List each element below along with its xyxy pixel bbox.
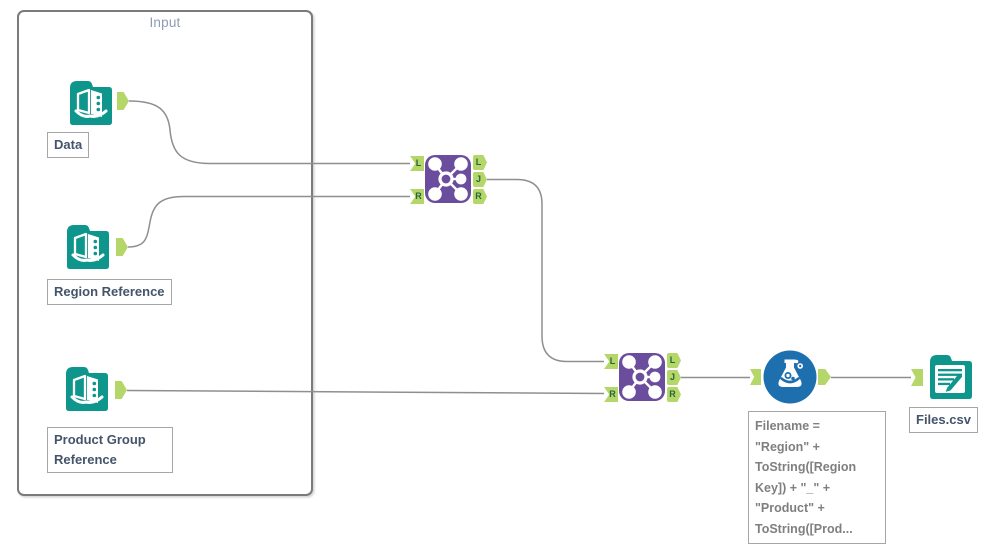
input-data-tool[interactable] [66, 77, 129, 129]
wire-data-to-join1-left[interactable] [128, 100, 410, 165]
input-data-book-icon [70, 81, 112, 125]
input-region-output-anchor[interactable] [116, 238, 128, 256]
anchor-letter: L [609, 356, 616, 366]
input-region-book-icon [67, 225, 109, 269]
input-data-output-anchor[interactable] [117, 92, 129, 110]
anchor-letter: R [609, 389, 616, 399]
anchor-letter: R [669, 389, 676, 399]
join-bottom-output-anchor-left[interactable]: L [667, 353, 681, 368]
input-product-book-icon [66, 367, 108, 411]
join-top-input-anchor-left[interactable]: L [410, 156, 424, 171]
formula-input-anchor[interactable] [750, 369, 761, 385]
join-tool-top[interactable]: L R L J R [410, 154, 487, 204]
container-caption: Input [149, 15, 181, 30]
join-network-icon [619, 353, 665, 401]
wire-product-to-join2-right[interactable] [126, 389, 605, 395]
join-top-input-anchor-right[interactable]: R [410, 189, 424, 204]
formula-output-anchor[interactable] [818, 369, 831, 385]
anchor-letter: L [415, 158, 422, 168]
anchor-letter: J [475, 174, 481, 184]
input-tool-container[interactable]: Input [17, 10, 313, 496]
output-input-anchor[interactable] [911, 369, 923, 386]
output-data-tool[interactable] [911, 352, 976, 402]
anchor-letter: R [475, 191, 482, 201]
join-bottom-output-anchor-right[interactable]: R [667, 387, 681, 402]
anchor-letter: R [415, 191, 422, 201]
formula-flask-icon [763, 350, 817, 404]
join-top-output-anchor-join[interactable]: J [473, 172, 487, 187]
anchor-letter: J [669, 372, 675, 382]
join-bottom-input-anchor-right[interactable]: R [604, 387, 618, 402]
output-write-file-icon [930, 355, 972, 399]
wire-join1-join-to-join2-left[interactable] [487, 178, 604, 363]
anchor-letter: L [475, 157, 482, 167]
anchor-letter: L [669, 355, 676, 365]
node-label-region-reference[interactable]: Region Reference [47, 279, 172, 306]
node-label-files-csv[interactable]: Files.csv [909, 407, 978, 434]
input-product-output-anchor[interactable] [115, 381, 127, 399]
input-region-tool[interactable] [63, 221, 128, 273]
join-tool-bottom[interactable]: L R L J R [604, 352, 681, 402]
formula-tool[interactable] [750, 350, 831, 404]
join-bottom-output-anchor-join[interactable]: J [667, 370, 681, 385]
node-label-data[interactable]: Data [47, 132, 90, 159]
join-top-output-anchor-left[interactable]: L [473, 155, 487, 170]
node-label-product-group-reference[interactable]: Product Group Reference [47, 427, 173, 474]
join-bottom-input-anchor-left[interactable]: L [604, 354, 618, 369]
wire-region-to-join1-right[interactable] [127, 195, 410, 248]
join-network-icon [425, 155, 471, 203]
formula-annotation[interactable]: Filename = "Region" + ToString([Region K… [748, 411, 886, 544]
join-top-output-anchor-right[interactable]: R [473, 189, 487, 204]
input-product-tool[interactable] [62, 363, 127, 415]
